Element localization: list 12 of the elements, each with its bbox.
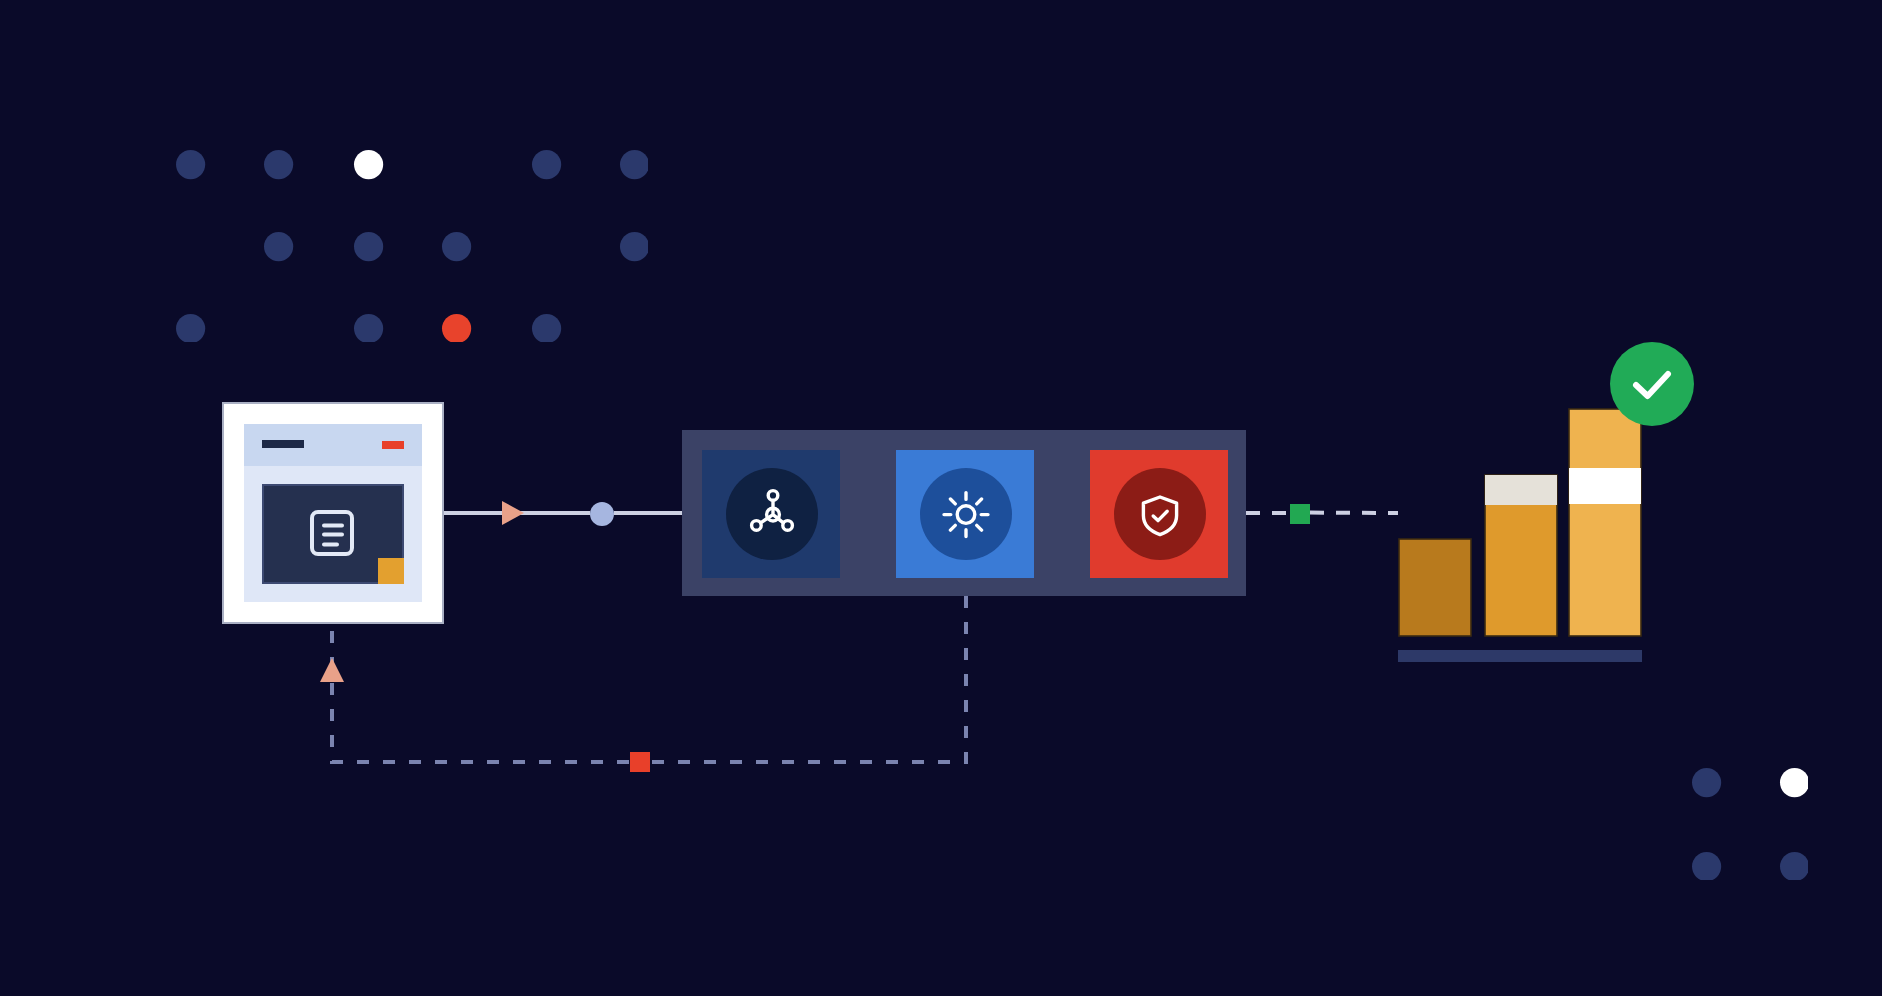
dashed-line [1246, 511, 1290, 515]
step-tile [702, 450, 840, 578]
connector-line [614, 511, 682, 515]
step-panel [682, 430, 1246, 596]
dashed-line [649, 596, 968, 764]
bar-chart [1398, 340, 1694, 664]
step-tile [896, 450, 1034, 578]
step-tile [1090, 450, 1228, 578]
dashed-line [1310, 510, 1398, 515]
connector-dot [590, 501, 614, 525]
arrow [444, 501, 590, 525]
browser-window [222, 402, 444, 624]
